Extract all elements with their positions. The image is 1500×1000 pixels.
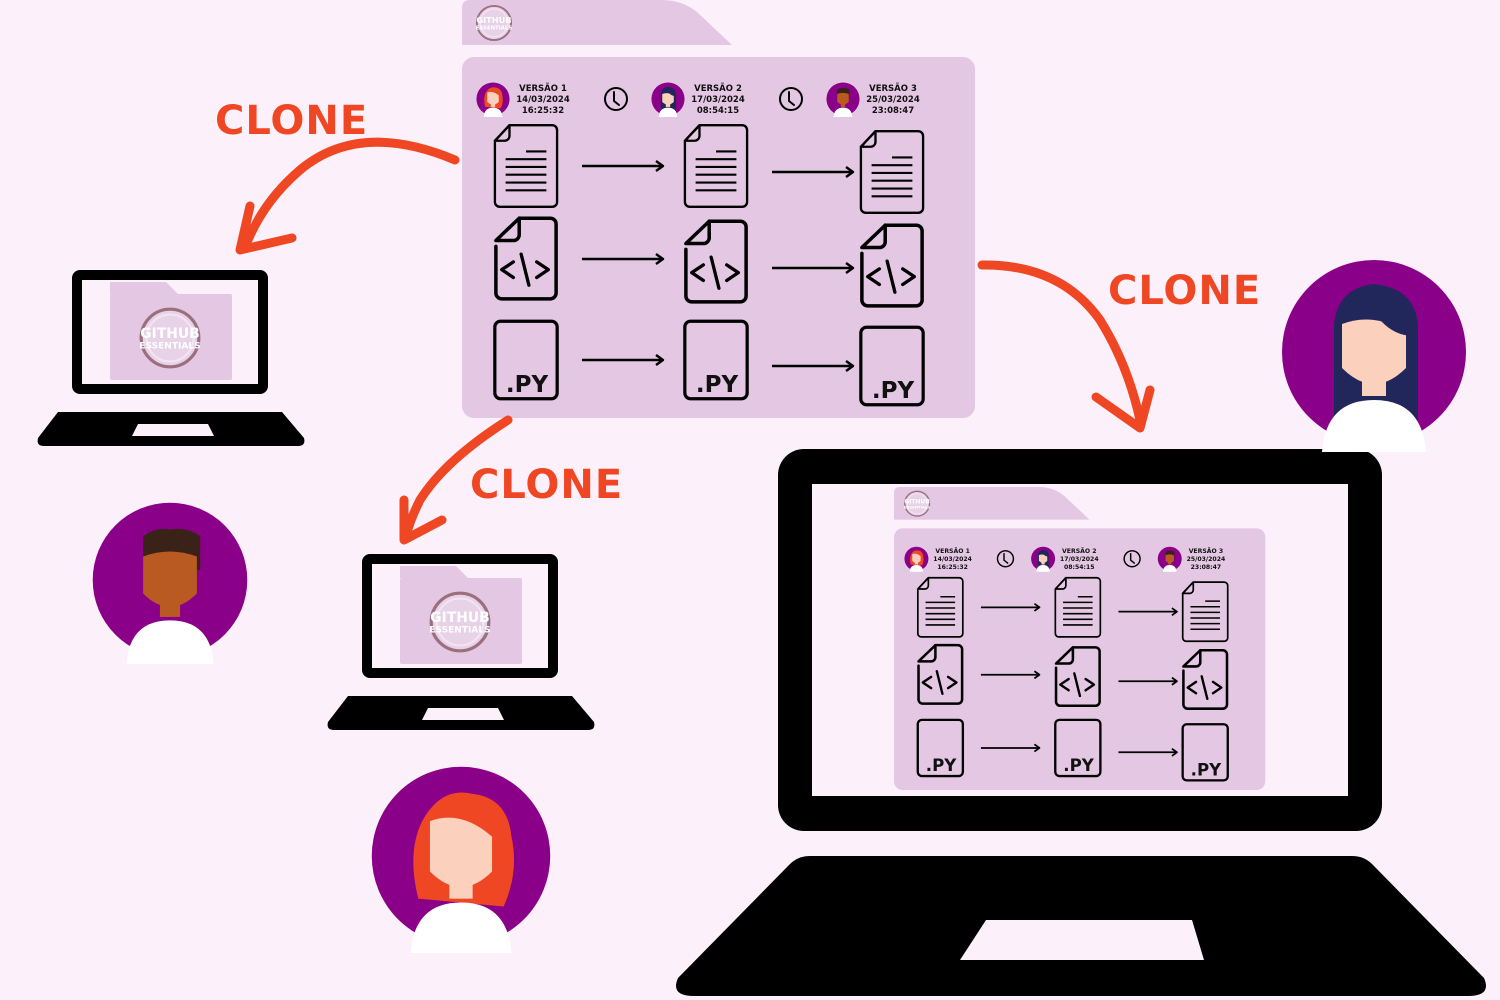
clone-arrow-center [399,415,513,545]
user-avatar-red-hair-woman [364,756,558,956]
file-extension-label: .PY [1191,760,1222,779]
version-label: VERSÃO 3 [1189,546,1223,555]
repository-folder [462,0,976,418]
user-avatar-dark-skin-man [86,490,254,670]
file-extension-label: .PY [1063,756,1094,775]
laptop-center [327,554,595,730]
version-time: 08:54:15 [697,106,739,116]
user-avatar-navy-hair-woman [1274,252,1474,452]
github-essentials-logo [138,307,202,369]
folder-tab [894,487,1090,520]
folder-body [894,528,1266,790]
python-file-icon: .PY [916,718,965,778]
version-time: 23:08:47 [872,106,914,116]
version-label: VERSÃO 2 [1062,546,1096,555]
clone-label-left: CLONE [215,98,369,144]
version-time: 16:25:32 [522,106,564,116]
version-date: 25/03/2024 [1187,556,1226,563]
version-date: 17/03/2024 [1060,556,1099,563]
version-label: VERSÃO 1 [935,546,969,555]
github-essentials-logo [903,490,931,517]
version-label: VERSÃO 2 [694,83,742,94]
github-essentials-logo [428,591,492,653]
python-file-icon: .PY [493,319,559,401]
version-label: VERSÃO 1 [519,83,567,94]
version-date: 14/03/2024 [933,556,972,563]
clone-arrow-left [235,137,460,255]
file-extension-label: .PY [926,756,957,775]
clone-label-right: CLONE [1108,268,1262,314]
file-extension-label: .PY [872,378,915,404]
version-label: VERSÃO 3 [869,83,917,94]
version-time: 16:25:32 [937,564,968,571]
version-date: 17/03/2024 [691,95,745,105]
version-time: 23:08:47 [1191,564,1222,571]
python-file-icon: .PY [1181,723,1229,782]
version-date: 14/03/2024 [516,95,570,105]
clone-arrow-right [977,260,1155,433]
version-date: 25/03/2024 [866,95,920,105]
python-file-icon: .PY [859,325,925,407]
version-time: 08:54:15 [1064,564,1095,571]
python-file-icon: .PY [683,319,749,401]
laptop-left [37,270,305,446]
clone-label-center: CLONE [470,462,624,508]
file-extension-label: .PY [506,372,549,398]
file-extension-label: .PY [696,372,739,398]
folder-shape [462,0,975,418]
python-file-icon: .PY [1054,718,1102,778]
